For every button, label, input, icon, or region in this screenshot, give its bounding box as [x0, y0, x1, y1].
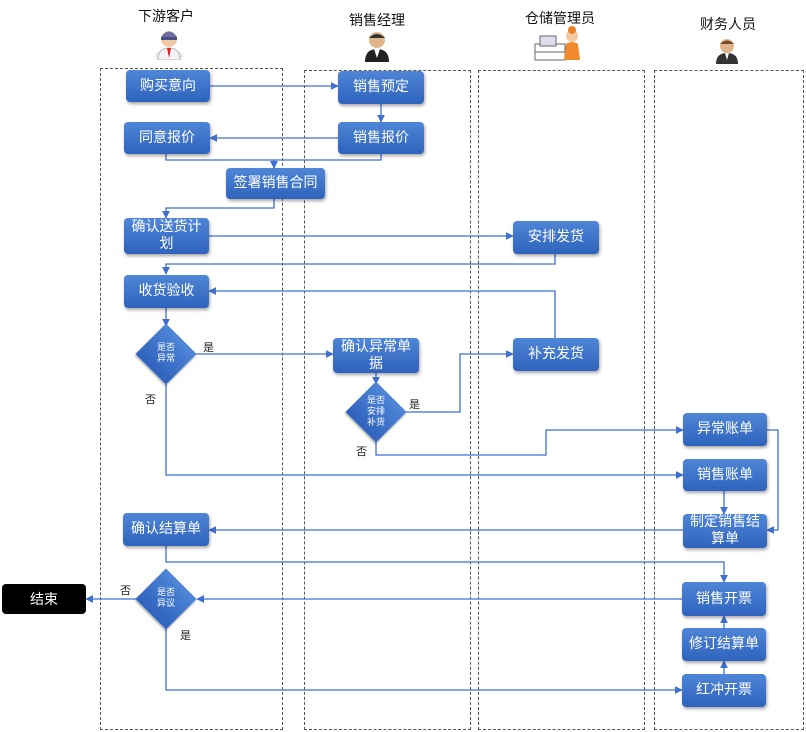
- node-sales-quote[interactable]: 销售报价: [338, 122, 424, 154]
- edge-replenish-yes: [406, 350, 514, 413]
- lane-warehouse: [478, 70, 645, 730]
- node-confirm-delivery-plan[interactable]: 确认送货计划: [124, 218, 209, 254]
- lane-title-customer: 下游客户: [138, 9, 194, 25]
- node-confirm-settlement[interactable]: 确认结算单: [123, 513, 209, 546]
- label-objection-no: 否: [120, 584, 131, 597]
- edge-replenish-no: [375, 426, 684, 456]
- node-sign-contract[interactable]: 签署销售合同: [226, 168, 325, 199]
- node-exception-bill[interactable]: 异常账单: [683, 413, 767, 446]
- decision-arrange-replenish[interactable]: 是否 安排 补货: [345, 381, 407, 443]
- node-buy-intent[interactable]: 购买意向: [126, 70, 210, 102]
- node-arrange-delivery[interactable]: 安排发货: [513, 221, 599, 254]
- lane-title-sales-manager: 销售经理: [349, 13, 405, 29]
- decision-label: 是否 异议: [156, 588, 175, 609]
- lane-title-finance: 财务人员: [700, 17, 756, 33]
- edge-agree-to-contract: [165, 154, 278, 169]
- customer-avatar-icon: [155, 31, 183, 60]
- node-supplement-delivery[interactable]: 补充发货: [513, 338, 599, 371]
- label-abnormal-yes: 是: [203, 341, 214, 354]
- lane-customer: [100, 68, 283, 730]
- decision-label: 是否 异常: [156, 343, 175, 364]
- edge-objection-yes-to-red: [165, 629, 683, 694]
- warehouse-admin-avatar-icon: [534, 26, 580, 61]
- node-confirm-exception[interactable]: 确认异常单据: [333, 338, 419, 373]
- node-sales-bill[interactable]: 销售账单: [683, 459, 767, 491]
- decision-label: 是否 安排 补货: [366, 395, 385, 428]
- edge-quote-to-contract: [270, 154, 382, 169]
- label-objection-yes: 是: [180, 629, 191, 642]
- edge-confirm-settlement-to-invoice: [165, 546, 728, 583]
- node-agree-quote[interactable]: 同意报价: [124, 122, 210, 154]
- lane-title-warehouse: 仓储管理员: [525, 11, 595, 27]
- node-sales-booking[interactable]: 销售预定: [338, 71, 424, 104]
- node-revise-settlement[interactable]: 修订结算单: [682, 628, 766, 661]
- label-replenish-no: 否: [356, 445, 367, 458]
- node-end[interactable]: 结束: [2, 584, 86, 614]
- decision-has-objection[interactable]: 是否 异议: [135, 568, 197, 630]
- decision-is-abnormal[interactable]: 是否 异常: [135, 323, 197, 385]
- node-sales-invoice[interactable]: 销售开票: [682, 582, 766, 616]
- edge-contract-to-confirm: [162, 199, 275, 219]
- sales-manager-avatar-icon: [365, 32, 389, 62]
- edge-abnormal-no: [165, 384, 684, 479]
- finance-staff-avatar-icon: [716, 39, 738, 64]
- label-abnormal-no: 否: [145, 393, 156, 406]
- edge-arrange-to-receive: [162, 254, 556, 275]
- lane-finance: [654, 70, 804, 730]
- edge-exception-bill-to-settlement: [766, 429, 779, 534]
- node-make-settlement[interactable]: 制定销售结算单: [683, 514, 767, 548]
- lane-sales-manager: [304, 70, 471, 730]
- label-replenish-yes: 是: [409, 398, 420, 411]
- node-red-invoice[interactable]: 红冲开票: [682, 674, 766, 707]
- node-receive-inspect[interactable]: 收货验收: [124, 275, 209, 308]
- edge-supplement-to-receive: [208, 287, 556, 342]
